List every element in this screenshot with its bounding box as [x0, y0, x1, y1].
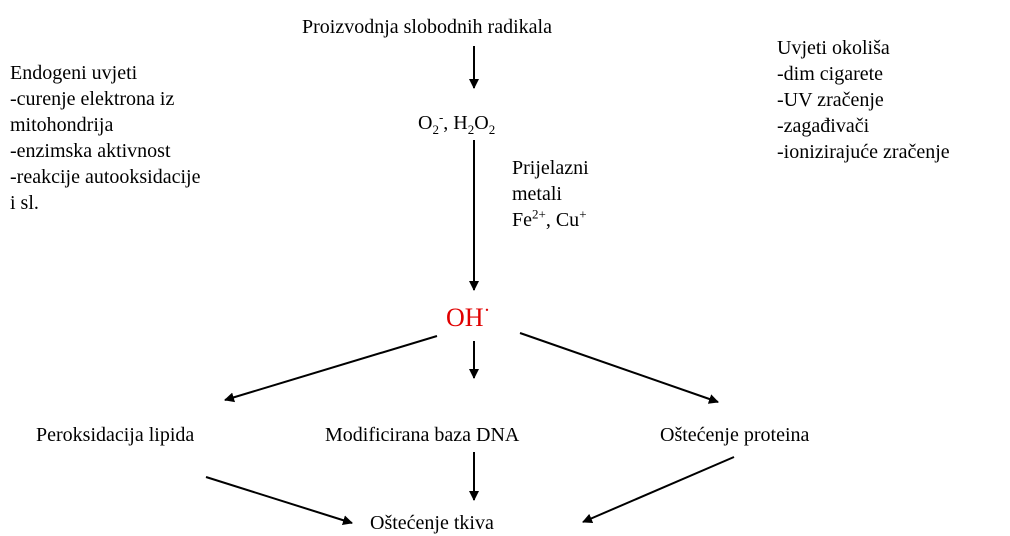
catalyst-ions: Fe2+, Cu+: [512, 206, 587, 231]
endogenous-line: -reakcije autooksidacije: [10, 166, 201, 188]
outcome-tissue-damage: Oštećenje tkiva: [370, 512, 494, 534]
environmental-conditions: Uvjeti okoliša -dim cigarete -UV zračenj…: [777, 35, 950, 165]
hydroxyl-radical: OH·: [446, 299, 491, 332]
catalyst-line: Prijelazni: [512, 157, 589, 179]
environment-line: -dim cigarete: [777, 63, 884, 85]
endogenous-line: mitohondrija: [10, 114, 114, 136]
source-node: Proizvodnja slobodnih radikala: [302, 16, 552, 38]
arrow-lipid-to-outcome: [205, 476, 353, 526]
endogenous-line: -enzimska aktivnost: [10, 140, 171, 162]
effect-lipid-peroxidation: Peroksidacija lipida: [36, 424, 195, 446]
effect-dna-base: Modificirana baza DNA: [325, 424, 520, 446]
arrow-protein-to-outcome: [582, 456, 735, 524]
endogenous-line: i sl.: [10, 192, 39, 214]
catalyst-label: Prijelazni metali Fe2+, Cu+: [512, 155, 589, 233]
endogenous-line: -curenje elektrona iz: [10, 88, 175, 110]
effect-protein-damage: Oštećenje proteina: [660, 424, 810, 446]
arrow-radical-to-protein: [519, 332, 719, 404]
intermediate-species: O2-, H2O2: [418, 109, 496, 137]
environment-title: Uvjeti okoliša: [777, 37, 890, 59]
endogenous-title: Endogeni uvjeti: [10, 62, 138, 84]
environment-line: -ionizirajuće zračenje: [777, 141, 950, 163]
environment-line: -zagađivači: [777, 115, 870, 137]
environment-line: -UV zračenje: [777, 89, 884, 111]
arrow-radical-to-lipid: [224, 335, 438, 403]
endogenous-conditions: Endogeni uvjeti -curenje elektrona iz mi…: [10, 60, 200, 216]
catalyst-line: metali: [512, 183, 562, 205]
